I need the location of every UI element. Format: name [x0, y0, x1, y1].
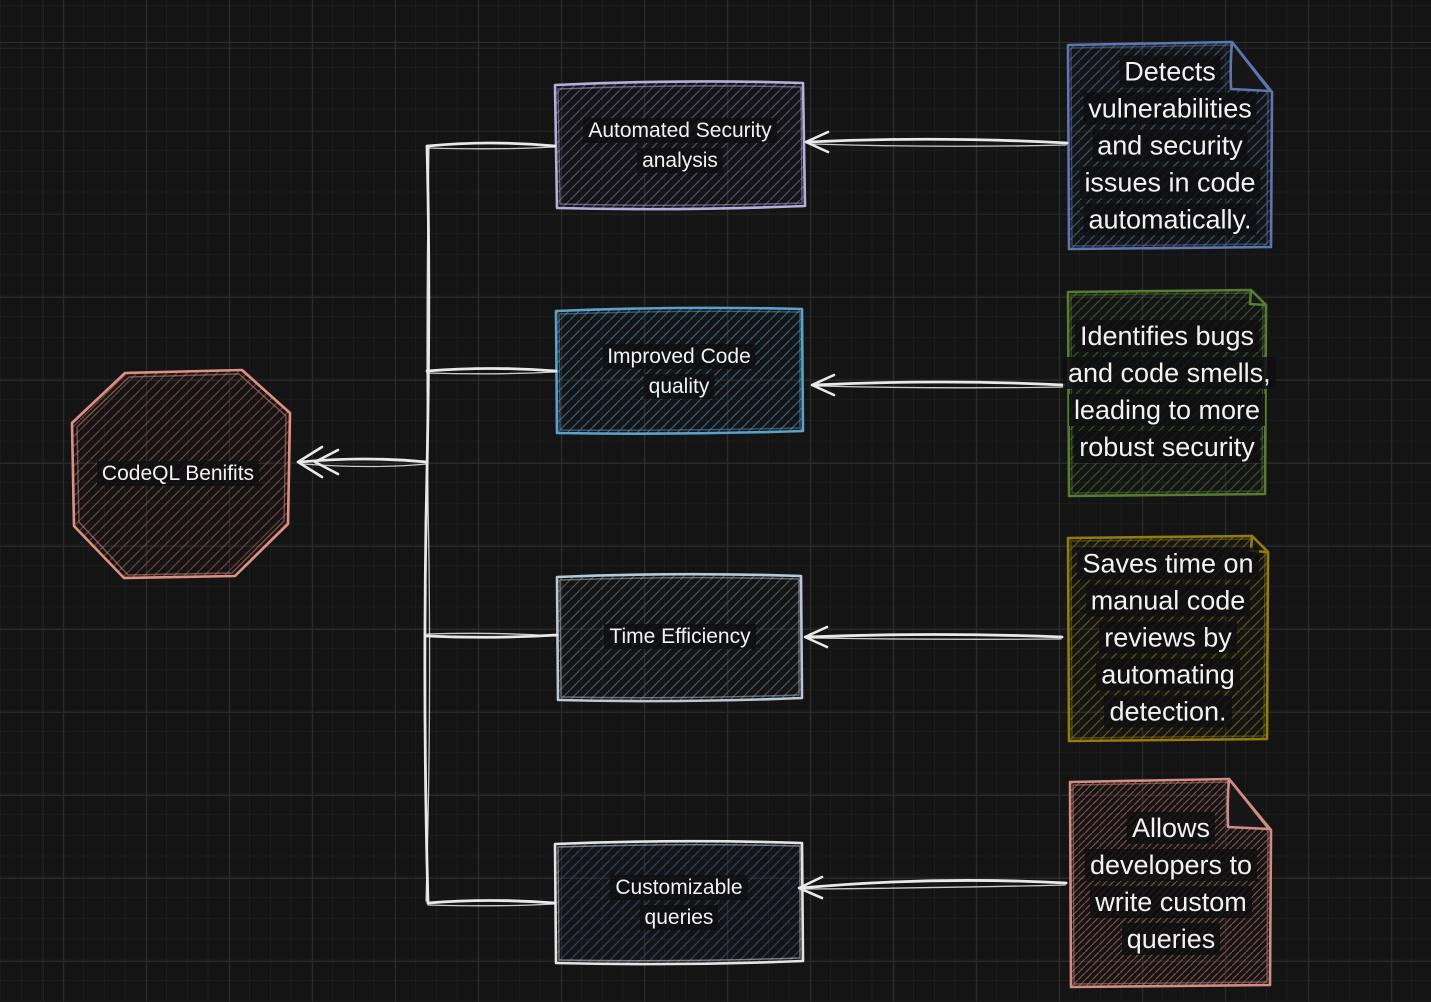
- connector-layer: [296, 130, 1069, 907]
- node-improved-code-quality-label[interactable]: Improved Code quality: [592, 342, 767, 402]
- arrow-chevron-head: [804, 130, 830, 154]
- node-customizable-queries-label[interactable]: Customizable queries: [599, 873, 759, 933]
- note-identifies-bugs-text[interactable]: Identifies bugs and code smells, leading…: [1063, 318, 1276, 466]
- note-saves-time-text[interactable]: Saves time on manual code reviews by aut…: [1067, 546, 1269, 731]
- node-automated-security-analysis-label[interactable]: Automated Security analysis: [565, 116, 795, 176]
- note-fold-corner: [1226, 777, 1271, 831]
- note-detects-vulnerabilities-text[interactable]: Detects vulnerabilities and security iss…: [1068, 54, 1273, 239]
- connector-branch-time-efficiency[interactable]: [425, 632, 559, 639]
- arrow-note-to-customizable-queries[interactable]: [797, 875, 1068, 900]
- note-fold-corner: [1229, 40, 1272, 93]
- connector-branch-improved-quality[interactable]: [425, 367, 558, 375]
- arrow-chevron-head: [803, 625, 829, 649]
- node-time-efficiency-label[interactable]: Time Efficiency: [575, 622, 785, 652]
- arrow-note-to-improved-quality[interactable]: [810, 373, 1066, 397]
- note-custom-queries-shape[interactable]: [1068, 777, 1273, 989]
- note-custom-queries-text[interactable]: Allows developers to write custom querie…: [1067, 810, 1275, 958]
- root-node-label[interactable]: CodeQL Benifits: [78, 459, 278, 489]
- connector-trunk[interactable]: [423, 144, 431, 905]
- arrow-to-root[interactable]: [296, 445, 429, 479]
- connector-branch-customizable-queries[interactable]: [426, 899, 557, 907]
- arrow-chevron-head: [810, 373, 836, 397]
- arrow-chevron-head: [797, 875, 824, 900]
- node-customizable-queries-shape[interactable]: [553, 839, 805, 966]
- arrow-note-to-automated-security[interactable]: [804, 130, 1069, 154]
- arrow-note-to-time-efficiency[interactable]: [803, 625, 1064, 649]
- connector-branch-automated-security[interactable]: [426, 141, 557, 150]
- note-fold-corner: [1248, 288, 1268, 307]
- node-automated-security-analysis-shape[interactable]: [553, 80, 807, 211]
- arrow-double-chevron-head: [296, 445, 340, 479]
- node-improved-code-quality-shape[interactable]: [554, 306, 805, 435]
